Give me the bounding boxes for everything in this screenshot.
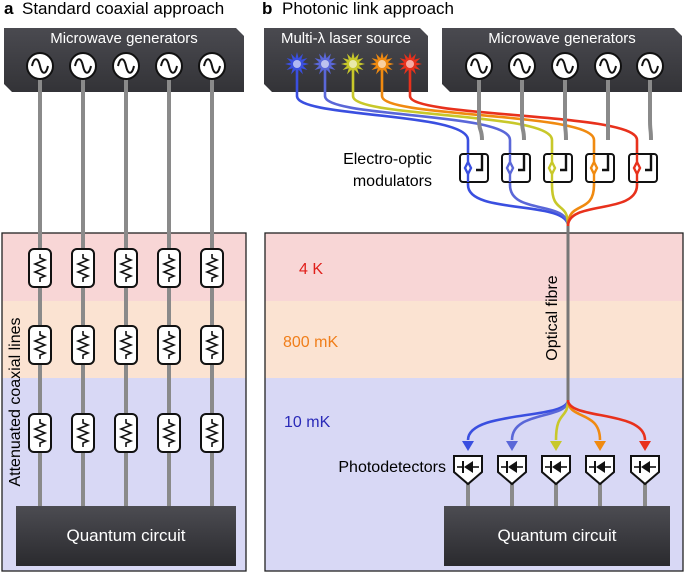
fibre-channel-path — [566, 399, 647, 441]
microwave-generators-label-b: Microwave generators — [488, 30, 636, 47]
modulator-icon — [585, 153, 615, 183]
quantum-circuit-box-a — [16, 506, 236, 566]
temp-label-800mk: 800 mK — [283, 334, 338, 351]
fibre-channel-path — [351, 66, 570, 227]
laser-burst-icon — [341, 52, 365, 76]
modulator-icon — [543, 153, 573, 183]
microwave-line — [477, 70, 484, 141]
photodiode-icon — [630, 455, 660, 486]
arrowhead-icon — [550, 441, 562, 451]
cryostat-outline-b — [264, 232, 684, 572]
band-800mk-b — [265, 301, 683, 378]
attenuator-icon — [28, 248, 52, 288]
sine-wave-icon — [198, 52, 226, 80]
photodiode-icon — [497, 455, 527, 486]
panel-b-title: Photonic link approach — [282, 0, 454, 18]
generator-icons-b — [465, 52, 664, 80]
arrowhead-icon — [639, 441, 651, 451]
fibre-channel-path — [323, 66, 570, 227]
modulator-icon — [501, 153, 531, 183]
modulator-icon — [459, 153, 489, 183]
attenuator-icon — [114, 413, 138, 453]
photodetectors — [453, 455, 660, 506]
photodiode-icon — [585, 455, 615, 486]
photodiode-icon — [541, 455, 571, 486]
attenuator-icon — [114, 248, 138, 288]
attenuators-a — [28, 248, 224, 453]
sine-wave-icon — [26, 52, 54, 80]
laser-burst-icon — [285, 52, 309, 76]
attenuator-icon — [200, 248, 224, 288]
fibre-channel-path — [510, 399, 570, 441]
attenuator-icon — [200, 413, 224, 453]
modulators-label-line2: modulators — [353, 173, 432, 190]
microwave-lines-b — [477, 70, 653, 141]
quantum-circuit-box-b — [444, 506, 670, 566]
attenuator-icon — [71, 413, 95, 453]
attenuator-icon — [71, 248, 95, 288]
fibre-paths — [295, 66, 651, 451]
panel-a: a Standard coaxial approach Microwave ge… — [1, 0, 247, 572]
attenuator-icon — [28, 413, 52, 453]
attenuator-icon — [157, 248, 181, 288]
sine-wave-icon — [155, 52, 183, 80]
sine-wave-icon — [508, 52, 536, 80]
arrowhead-icon — [462, 441, 474, 451]
optical-fibre-label: Optical fibre — [544, 275, 561, 360]
photodiode-icon — [453, 455, 483, 486]
attenuated-coaxial-label: Attenuated coaxial lines — [7, 318, 24, 487]
attenuator-icon — [71, 325, 95, 365]
sine-wave-icon — [551, 52, 579, 80]
modulator-icon — [628, 153, 658, 183]
modulators-label-line1: Electro-optic — [343, 151, 432, 168]
sine-wave-icon — [636, 52, 664, 80]
microwave-line — [563, 70, 568, 141]
panel-b: b Photonic link approach 4 K 800 mK 10 m… — [262, 0, 684, 572]
temp-label-10mk: 10 mK — [284, 414, 331, 431]
panel-a-letter: a — [4, 0, 14, 18]
sine-wave-icon — [112, 52, 140, 80]
arrowhead-icon — [506, 441, 518, 451]
quantum-circuit-label-a: Quantum circuit — [66, 526, 185, 545]
attenuator-icon — [114, 325, 138, 365]
quantum-circuit-label-b: Quantum circuit — [497, 526, 616, 545]
arrowhead-icon — [594, 441, 606, 451]
laser-emitters — [285, 52, 422, 76]
sine-wave-icon — [594, 52, 622, 80]
fibre-channel-path — [295, 66, 570, 227]
laser-burst-icon — [313, 52, 337, 76]
attenuator-icon — [157, 413, 181, 453]
laser-burst-icon — [398, 52, 422, 76]
generator-icons-a — [26, 52, 226, 80]
temp-label-4k: 4 K — [299, 261, 323, 278]
fibre-channel-path — [466, 399, 570, 441]
laser-burst-icon — [370, 52, 394, 76]
laser-source-label: Multi-λ laser source — [281, 30, 411, 47]
panel-a-title: Standard coaxial approach — [22, 0, 224, 18]
microwave-line — [648, 70, 653, 141]
attenuator-icon — [200, 325, 224, 365]
sine-wave-icon — [69, 52, 97, 80]
modulators — [459, 153, 658, 183]
microwave-line — [520, 70, 526, 141]
fibre-channel-path — [408, 66, 639, 227]
photodetectors-label: Photodetectors — [338, 459, 446, 476]
attenuator-icon — [157, 325, 181, 365]
sine-wave-icon — [465, 52, 493, 80]
attenuator-icon — [28, 325, 52, 365]
fibre-channel-path — [380, 66, 596, 227]
band-4k-b — [265, 233, 683, 301]
panel-b-letter: b — [262, 0, 272, 18]
microwave-generators-label-a: Microwave generators — [50, 30, 198, 47]
